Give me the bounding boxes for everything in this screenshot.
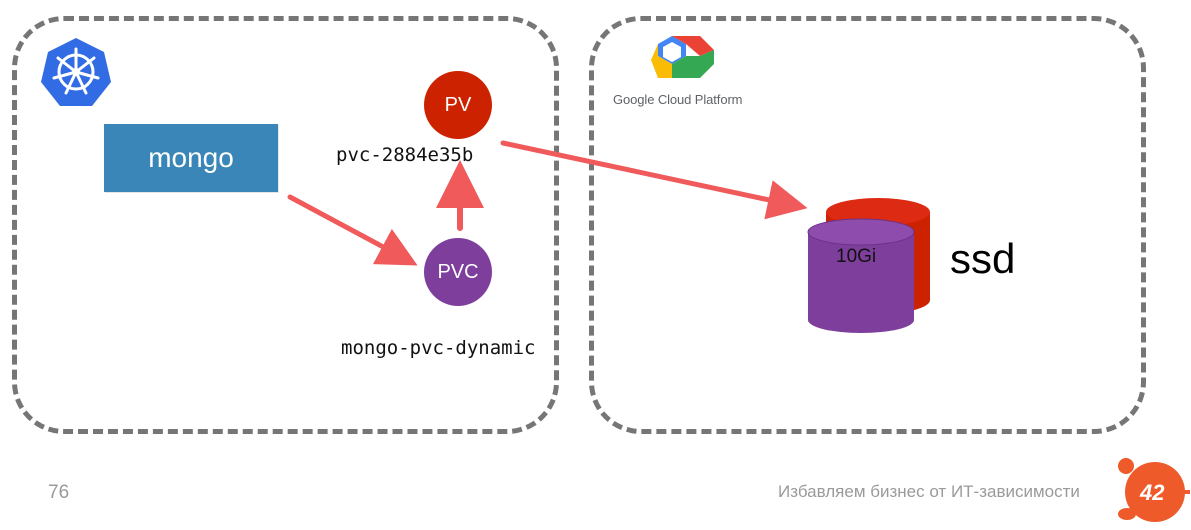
pvc-name-label: mongo-pvc-dynamic (341, 337, 536, 359)
kubernetes-cluster-panel (12, 16, 559, 434)
kubernetes-logo-icon (41, 38, 111, 106)
storage-disk-icon (807, 198, 930, 333)
pv-to-disk-arrow (500, 140, 808, 220)
mongo-deployment-box: mongo (104, 124, 278, 192)
footer-logo-number: 42 (1140, 480, 1165, 505)
disk-size-label: 10Gi (836, 246, 877, 267)
mongo-to-pvc-arrow (287, 194, 418, 266)
gcp-panel (589, 16, 1146, 434)
disk-type-label: ssd (950, 235, 1016, 282)
google-cloud-logo-icon (651, 36, 714, 78)
footer-tagline: Избавляем бизнес от ИТ-зависимости (778, 482, 1080, 501)
pv-name-label: pvc-2884e35b (336, 144, 474, 166)
gcp-wordmark: Google Cloud Platform (613, 92, 743, 107)
pvc-node: PVC (424, 238, 492, 306)
page-number: 76 (48, 482, 70, 503)
company-42-logo-icon (1118, 458, 1190, 522)
pv-node: PV (424, 71, 492, 139)
